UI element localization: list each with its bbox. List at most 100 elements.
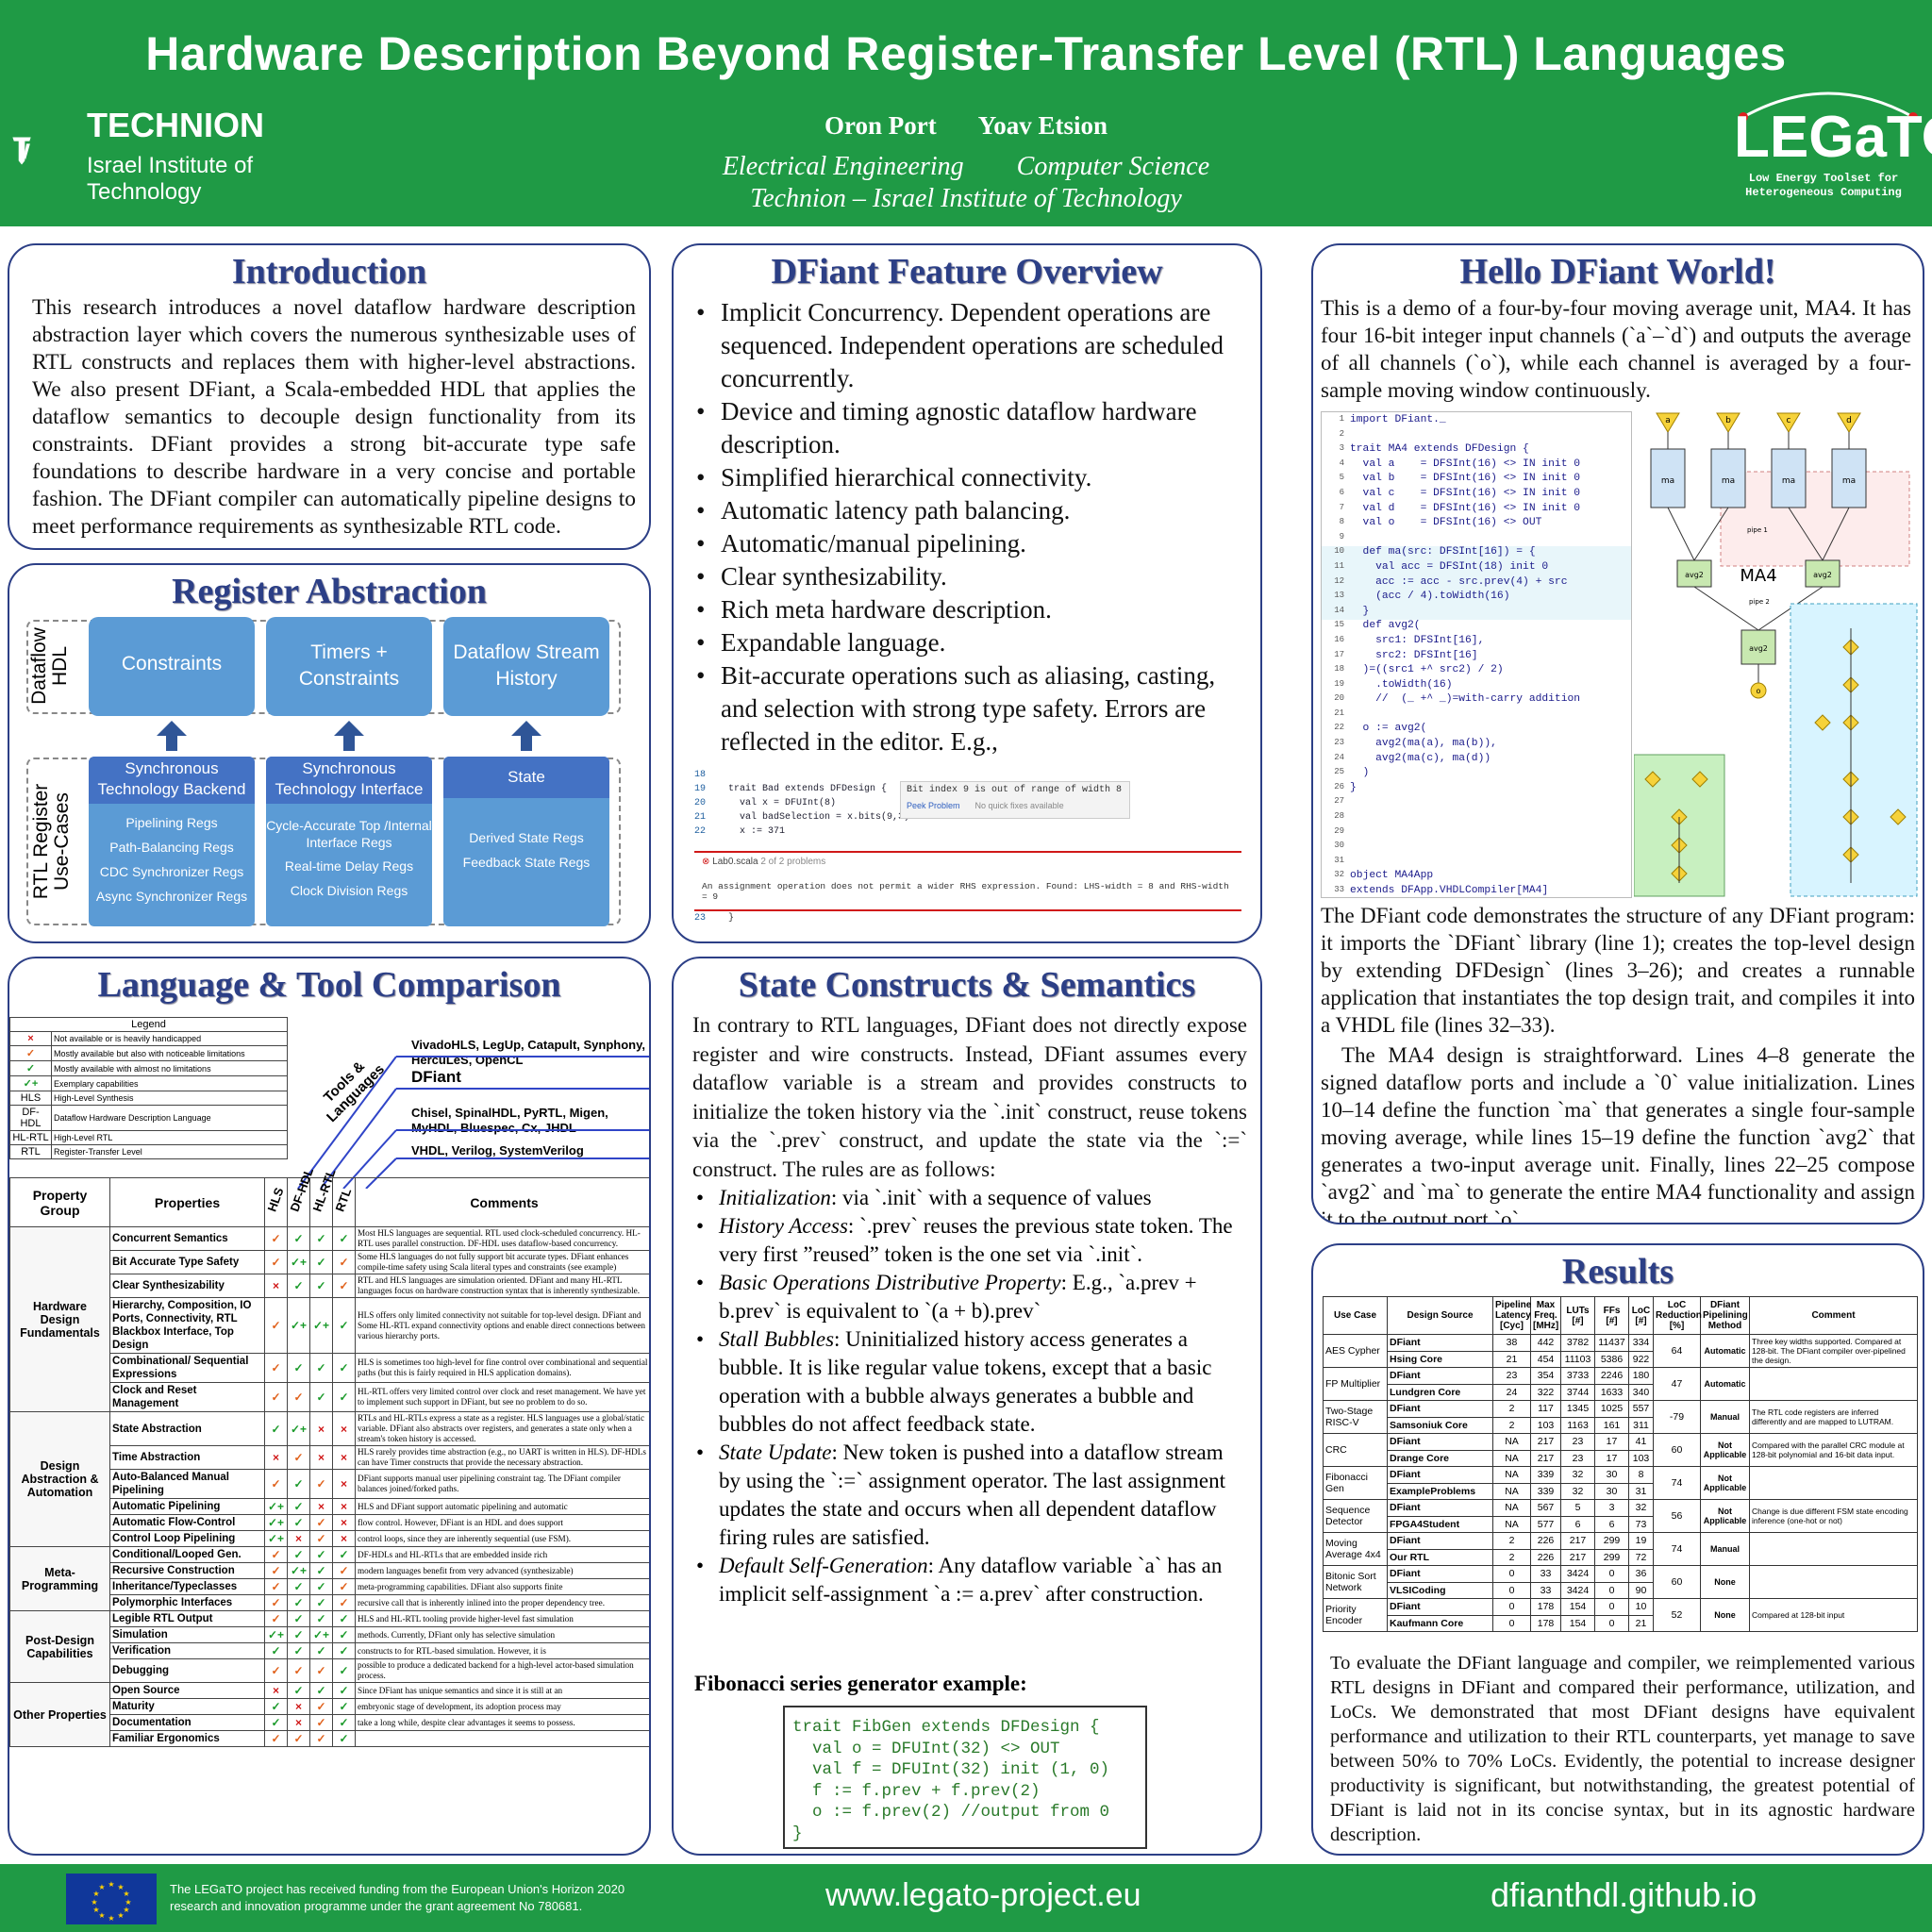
results-col-head: Max Freq. [MHz] — [1530, 1296, 1561, 1335]
loc-reduction: 74 — [1653, 1532, 1701, 1566]
property-name: Open Source — [109, 1682, 265, 1699]
result-comment — [1749, 1565, 1918, 1599]
metric: 1163 — [1560, 1416, 1595, 1434]
backend-item-2: Path-Balancing Regs — [109, 840, 234, 855]
result-comment — [1749, 1367, 1918, 1401]
code-text: avg2(ma(c), ma(d)) — [1350, 752, 1491, 764]
support-mark: × — [264, 1274, 288, 1298]
code-line: 17 src2: DFSInt[16] — [1322, 650, 1631, 665]
editor-line: 18 — [694, 770, 1241, 784]
code-line-number: 18 — [1334, 664, 1344, 675]
legend-desc: High-Level RTL — [51, 1130, 288, 1145]
pipelining-method: Automatic — [1700, 1367, 1750, 1401]
code-line-number: 13 — [1334, 591, 1344, 601]
code-text: .toWidth(16) — [1350, 678, 1453, 691]
legend-row: ✓Mostly available with almost no limitat… — [9, 1060, 288, 1076]
design-source: DFiant — [1387, 1367, 1493, 1385]
legend-desc: High-Level Synthesis — [51, 1091, 288, 1106]
comment: Most HLS languages are sequential. RTL u… — [355, 1226, 649, 1251]
col-group: Property Group — [9, 1177, 110, 1227]
ma4-region — [1720, 471, 1910, 567]
legato-url-link[interactable]: www.legato-project.eu — [825, 1877, 1141, 1913]
constraints-label: Constraints — [121, 653, 223, 675]
tool-entry: VHDL, Verilog, SystemVerilog — [411, 1143, 584, 1158]
ma-label: ma — [1842, 476, 1856, 486]
result-comment: Change is due different FSM state encodi… — [1749, 1499, 1918, 1533]
metric: 922 — [1628, 1350, 1654, 1368]
support-mark: ✓ — [332, 1250, 356, 1274]
support-mark: ✓+ — [309, 1626, 333, 1643]
results-col-head: Pipeline Latency [Cyc] — [1492, 1296, 1531, 1335]
results-text: To evaluate the DFiant language and comp… — [1330, 1653, 1915, 1845]
support-mark: ✓ — [309, 1698, 333, 1715]
line-number: 20 — [694, 798, 707, 808]
feature-item: Device and timing agnostic dataflow hard… — [692, 395, 1247, 461]
metric: 3744 — [1560, 1383, 1595, 1401]
input-port-icon — [1716, 412, 1740, 433]
technion-sub: Israel Institute of Technology — [87, 153, 254, 205]
loc-reduction: 52 — [1653, 1598, 1701, 1632]
support-mark: ✓ — [309, 1594, 333, 1611]
svg-text:★: ★ — [98, 1883, 105, 1891]
support-mark: × — [287, 1714, 310, 1731]
metric: 1633 — [1594, 1383, 1629, 1401]
input-label: b — [1725, 416, 1731, 425]
legend-row: ✓+Exemplary capabilities — [9, 1075, 288, 1091]
rule-key: Basic Operations Distributive Property — [719, 1271, 1061, 1294]
dfiant-url-link[interactable]: dfianthdl.github.io — [1491, 1875, 1757, 1914]
metric: 0 — [1594, 1614, 1629, 1632]
comment: control loops, since they are inherently… — [355, 1530, 649, 1547]
wire — [1693, 586, 1759, 631]
support-mark: × — [332, 1469, 356, 1499]
code-line: 6 val c = DFSInt(16) <> IN init 0 — [1322, 488, 1631, 503]
support-mark: × — [287, 1698, 310, 1715]
rule-text: : via `.init` with a sequence of values — [830, 1186, 1152, 1209]
support-mark: ✓ — [332, 1658, 356, 1683]
metric: NA — [1492, 1433, 1531, 1451]
property-name: Recursive Construction — [109, 1562, 265, 1579]
support-mark: ✓ — [332, 1698, 356, 1715]
metric: 226 — [1530, 1548, 1561, 1566]
peek-link[interactable]: Peek Problem — [907, 801, 960, 810]
state-rule: Initialization: via `.init` with a seque… — [692, 1184, 1247, 1212]
support-mark: ✓ — [287, 1658, 310, 1683]
support-mark: ✓ — [264, 1546, 288, 1563]
comment: flow control. However, DFiant is an HDL … — [355, 1514, 649, 1531]
metric: 178 — [1530, 1614, 1561, 1632]
metric: 299 — [1594, 1532, 1629, 1550]
dept-1: Electrical Engineering — [722, 152, 964, 181]
support-mark: ✓+ — [264, 1514, 288, 1531]
design-source: DFiant — [1387, 1532, 1493, 1550]
support-mark: ✓+ — [287, 1411, 310, 1446]
code-line-number: 3 — [1339, 443, 1344, 454]
support-mark: ✓ — [287, 1274, 310, 1298]
metric: 454 — [1530, 1350, 1561, 1368]
metric: NA — [1492, 1466, 1531, 1484]
problem-message: An assignment operation does not permit … — [694, 875, 1241, 911]
comment: HLS and HL-RTL tooling provide higher-le… — [355, 1610, 649, 1627]
error-icon: ⊗ — [702, 857, 710, 867]
state-rule: Stall Bubbles: Uninitialized history acc… — [692, 1325, 1247, 1439]
support-mark: ✓ — [264, 1658, 288, 1683]
code-text: val acc = DFSInt(18) init 0 — [1350, 560, 1549, 573]
code-line-number: 16 — [1334, 634, 1344, 644]
legend-desc: Mostly available but also with noticeabl… — [51, 1045, 288, 1061]
editor-line: 21 val badSelection = x.bits(9,3) — [694, 812, 1241, 826]
svg-text:★: ★ — [108, 1880, 114, 1889]
code-line-number: 27 — [1334, 796, 1344, 807]
metric: 339 — [1530, 1466, 1561, 1484]
constraints-box: Constraints — [89, 617, 255, 716]
code-text: } — [1350, 605, 1370, 617]
metric: 1025 — [1594, 1400, 1629, 1418]
support-mark: ✓ — [287, 1610, 310, 1627]
legend-symbol: HLS — [9, 1091, 52, 1106]
code-line: 24 avg2(ma(c), ma(d)) — [1322, 753, 1631, 768]
pipelining-method: Automatic — [1700, 1334, 1750, 1368]
